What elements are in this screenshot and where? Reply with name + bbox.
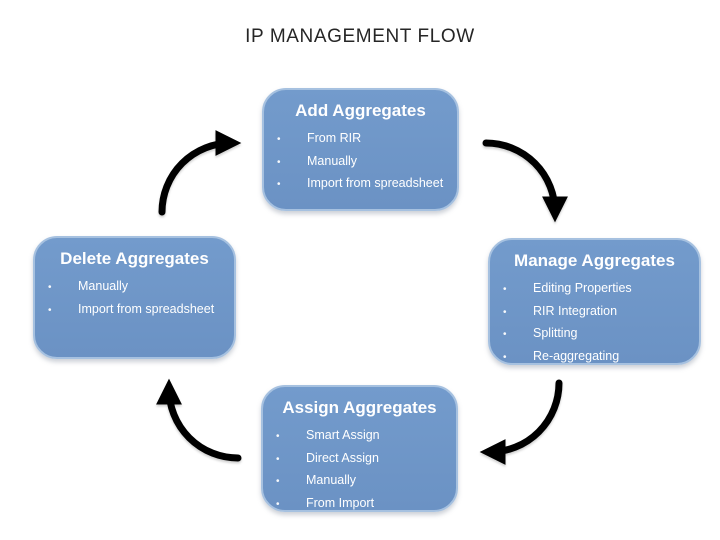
bullet-dot: • bbox=[503, 329, 507, 340]
node-bullet-list: • From RIR • Manually • Import from spreads… bbox=[264, 128, 457, 196]
bullet-text: Import from spreadsheet bbox=[307, 176, 444, 190]
bullet-item: • Manually bbox=[276, 470, 448, 493]
bullet-item: • From Import bbox=[276, 493, 448, 516]
bullet-text: Editing Properties bbox=[533, 281, 632, 295]
node-bullet-list: • Smart Assign • Direct Assign • Manually •… bbox=[263, 425, 456, 515]
node-add-aggregates: Add Aggregates • From RIR • Manually • Impo… bbox=[262, 88, 459, 211]
diagram-title: IP MANAGEMENT FLOW bbox=[245, 26, 475, 47]
bullet-item: • From RIR bbox=[277, 128, 449, 151]
bullet-dot: • bbox=[277, 179, 281, 190]
bullet-item: • RIR Integration bbox=[503, 301, 691, 324]
bullet-dot: • bbox=[277, 156, 281, 168]
bullet-dot: • bbox=[503, 284, 507, 295]
node-assign-aggregates: Assign Aggregates • Smart Assign • Direct … bbox=[261, 385, 458, 512]
bullet-text: Direct Assign bbox=[306, 450, 379, 465]
bullet-text: From Import bbox=[306, 495, 375, 510]
bullet-text: RIR Integration bbox=[533, 303, 618, 318]
bullet-item: • Import from spreadsheet bbox=[48, 299, 226, 322]
bullet-text: Manually bbox=[306, 473, 357, 487]
bullet-item: • Re-aggregating bbox=[503, 346, 691, 369]
arrow-manage-to-assign bbox=[479, 379, 563, 465]
bullet-text: Manually bbox=[78, 279, 129, 293]
bullet-dot: • bbox=[503, 351, 507, 363]
bullet-dot: • bbox=[277, 134, 281, 145]
bullet-text: Splitting bbox=[533, 326, 578, 340]
bullet-item: • Direct Assign bbox=[276, 448, 448, 471]
arrow-assign-to-delete bbox=[156, 378, 242, 462]
bullet-dot: • bbox=[276, 476, 280, 487]
bullet-dot: • bbox=[276, 431, 280, 442]
bullet-item: • Manually bbox=[277, 151, 449, 174]
bullet-item: • Editing Properties bbox=[503, 278, 691, 301]
node-bullet-list: • Manually • Import from spreadsheet bbox=[35, 276, 234, 321]
arrow-add-to-manage bbox=[482, 139, 568, 223]
node-title: Delete Aggregates bbox=[60, 249, 209, 268]
bullet-text: Smart Assign bbox=[306, 428, 380, 442]
bullet-dot: • bbox=[48, 304, 52, 316]
bullet-dot: • bbox=[276, 453, 280, 465]
node-title: Assign Aggregates bbox=[282, 398, 437, 417]
node-delete-aggregates: Delete Aggregates • Manually • Import from… bbox=[33, 236, 236, 359]
bullet-text: From RIR bbox=[307, 131, 362, 145]
bullet-dot: • bbox=[503, 306, 507, 318]
bullet-item: • Import from spreadsheet bbox=[277, 173, 449, 196]
bullet-dot: • bbox=[48, 282, 52, 293]
bullet-text: Re-aggregating bbox=[533, 348, 620, 363]
node-bullet-list: • Editing Properties • RIR Integration • Sp… bbox=[490, 278, 699, 368]
node-title: Add Aggregates bbox=[295, 101, 426, 120]
node-manage-aggregates: Manage Aggregates • Editing Properties • R… bbox=[488, 238, 701, 365]
bullet-item: • Manually bbox=[48, 276, 226, 299]
arrow-delete-to-add bbox=[158, 130, 242, 216]
bullet-dot: • bbox=[276, 498, 280, 510]
bullet-item: • Splitting bbox=[503, 323, 691, 346]
bullet-item: • Smart Assign bbox=[276, 425, 448, 448]
bullet-text: Manually bbox=[307, 153, 358, 168]
node-title: Manage Aggregates bbox=[514, 251, 675, 270]
bullet-text: Import from spreadsheet bbox=[78, 301, 215, 316]
